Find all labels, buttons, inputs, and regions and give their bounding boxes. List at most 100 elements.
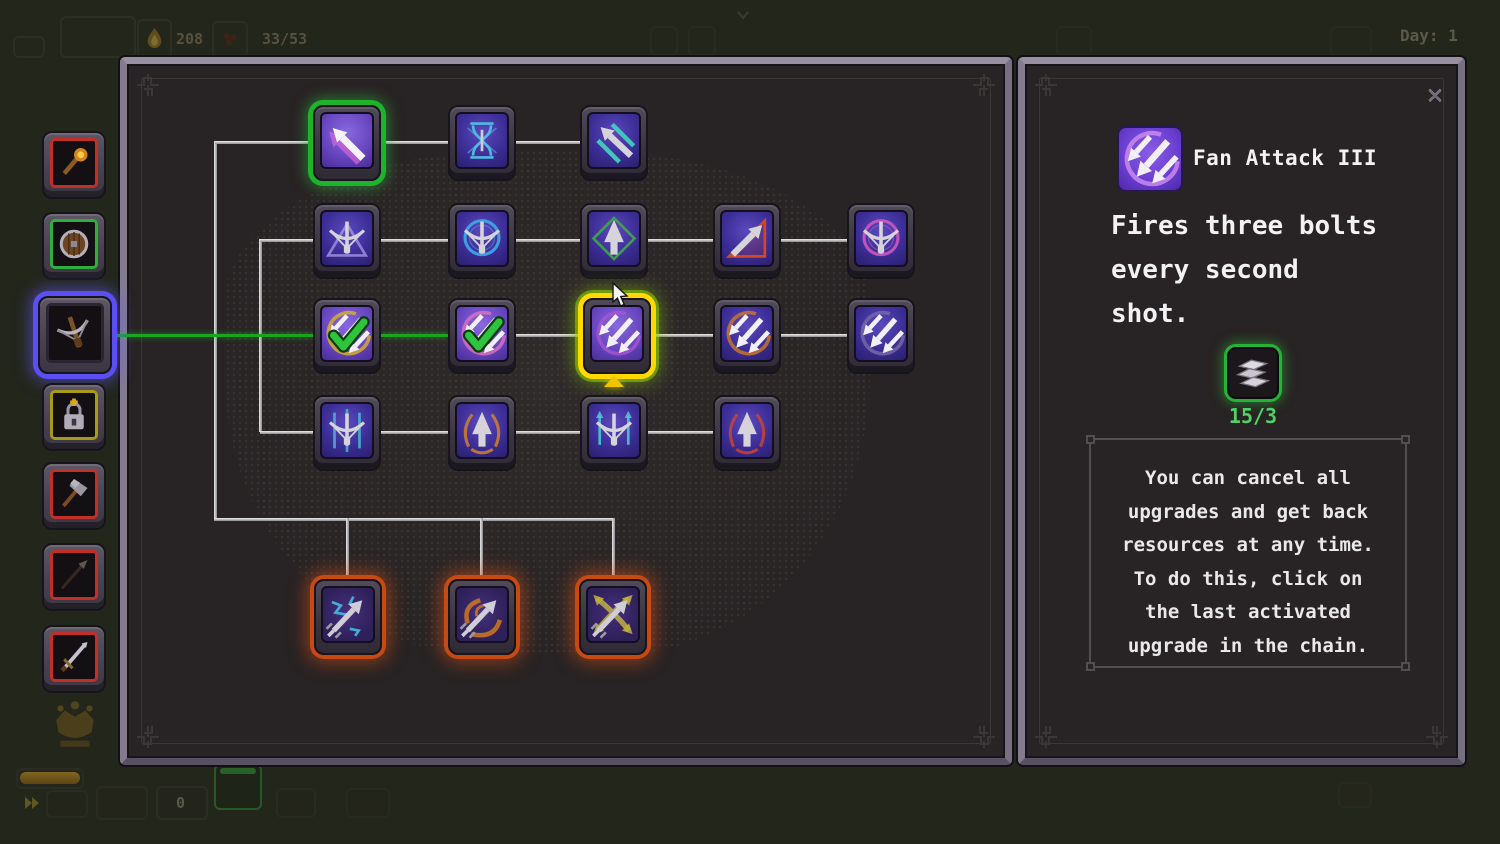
hud-bottom-box-c bbox=[276, 788, 316, 818]
hud-icon-box-b bbox=[688, 26, 716, 56]
skill-node-head-flame-r4c4[interactable] bbox=[713, 395, 781, 471]
cost-value: 15/3 bbox=[1228, 404, 1278, 428]
connector bbox=[480, 518, 483, 579]
connector bbox=[215, 141, 313, 144]
day-label: Day: 1 bbox=[1400, 26, 1458, 45]
crossbow-tri-icon bbox=[320, 210, 374, 267]
skill-node-arrow-tri-r2c4[interactable] bbox=[713, 203, 781, 279]
flame-icon bbox=[141, 23, 168, 54]
skill-node-head-diamond-r2c3[interactable] bbox=[580, 203, 648, 279]
sword-icon bbox=[50, 632, 98, 682]
skill-node-fan-r3c2[interactable] bbox=[448, 298, 516, 374]
hud-icon-box-a bbox=[650, 26, 678, 56]
info-line: upgrade in the chain. bbox=[1127, 634, 1369, 657]
crossbow-ring-icon bbox=[455, 210, 509, 267]
connector-active bbox=[112, 334, 313, 337]
player-crest-icon bbox=[46, 692, 104, 756]
skill-node-bolt-cross-r5c3[interactable] bbox=[579, 579, 647, 655]
connector bbox=[214, 518, 614, 521]
info-line: upgrades and get back bbox=[1127, 500, 1369, 523]
skill-node-crossbow-ring-r2c5[interactable] bbox=[847, 203, 915, 279]
sidebar-item-shield[interactable] bbox=[42, 212, 106, 280]
skill-node-hourglass-r1c2[interactable] bbox=[448, 105, 516, 181]
sidebar-item-torch[interactable] bbox=[42, 131, 106, 199]
skill-node-arrow-r1c1[interactable] bbox=[313, 105, 381, 181]
bolt-cross-icon bbox=[586, 586, 640, 643]
crossbow-icon bbox=[46, 303, 104, 363]
skill-node-crossbow-lines-r4c1[interactable] bbox=[313, 395, 381, 471]
description-line: Fires three bolts bbox=[1111, 211, 1378, 241]
description-line: every second bbox=[1111, 255, 1299, 285]
gold-counter-box bbox=[137, 19, 172, 58]
upgrade-title: Fan Attack III bbox=[1193, 146, 1378, 170]
skill-node-fan-r3c5[interactable] bbox=[847, 298, 915, 374]
skill-node-crossbow-tri-r2c1[interactable] bbox=[313, 203, 381, 279]
lock-icon bbox=[50, 390, 98, 440]
connector bbox=[648, 239, 713, 242]
crossbow-lines-icon bbox=[320, 402, 374, 459]
hud-top-left-box2 bbox=[13, 36, 45, 58]
info-line: To do this, click on bbox=[1133, 567, 1363, 590]
caret-down-icon bbox=[736, 10, 750, 20]
connector bbox=[260, 431, 313, 434]
torch-icon bbox=[50, 138, 98, 188]
hud-icon-box-d bbox=[1330, 26, 1372, 56]
fan-attack-icon bbox=[1117, 126, 1183, 192]
skill-node-arrow-speed-r1c3[interactable] bbox=[580, 105, 648, 181]
scroll-icon-box bbox=[1338, 782, 1372, 808]
skill-node-fan-r3c1[interactable] bbox=[313, 298, 381, 374]
head-flame-icon bbox=[720, 402, 774, 459]
next-wave-arrow-icon bbox=[22, 793, 42, 813]
connector bbox=[260, 239, 313, 242]
hud-icon-box-c bbox=[1056, 26, 1092, 56]
connector bbox=[381, 431, 448, 434]
connector bbox=[346, 518, 349, 579]
crossbow-ring-icon bbox=[854, 210, 908, 267]
skill-node-head-flame-r4c2[interactable] bbox=[448, 395, 516, 471]
head-diamond-icon bbox=[587, 210, 641, 267]
arrow-icon bbox=[320, 112, 374, 169]
selected-pointer-icon bbox=[604, 376, 624, 387]
sidebar-item-hammer[interactable] bbox=[42, 462, 106, 530]
connector bbox=[214, 141, 217, 520]
hud-bottom-counter-box bbox=[156, 786, 208, 820]
skill-node-fan-r3c3[interactable] bbox=[583, 298, 651, 374]
gold-count: 208 bbox=[176, 30, 204, 48]
hud-bottom-counter: 0 bbox=[176, 794, 186, 812]
hud-bottom-box-a bbox=[46, 790, 88, 818]
gold-progress-bar bbox=[20, 772, 80, 784]
spear-icon bbox=[50, 550, 98, 600]
connector bbox=[656, 334, 713, 337]
connector bbox=[781, 334, 847, 337]
fan-icon bbox=[590, 305, 644, 362]
info-line: resources at any time. bbox=[1122, 534, 1374, 556]
iron-cost-icon bbox=[1227, 347, 1279, 399]
skill-node-bolt-lightning-r5c1[interactable] bbox=[314, 579, 382, 655]
sidebar-item-crossbow[interactable] bbox=[38, 296, 112, 374]
population-count: 33/53 bbox=[262, 30, 308, 48]
info-line: the last activated bbox=[1145, 601, 1351, 623]
arrow-speed-icon bbox=[587, 112, 641, 169]
sidebar-item-spear[interactable] bbox=[42, 543, 106, 611]
connector bbox=[516, 431, 580, 434]
fan-icon bbox=[854, 305, 908, 362]
sidebar-item-lock[interactable] bbox=[42, 383, 106, 451]
skill-node-crossbow-ring-r2c2[interactable] bbox=[448, 203, 516, 279]
arrow-tri-icon bbox=[720, 210, 774, 267]
connector bbox=[381, 239, 448, 242]
skill-node-crossbow-bolts-r4c3[interactable] bbox=[580, 395, 648, 471]
berries-icon bbox=[217, 26, 243, 53]
hud-bottom-box-b bbox=[96, 786, 148, 820]
skill-node-bolt-fire-r5c2[interactable] bbox=[448, 579, 516, 655]
skill-node-fan-r3c4[interactable] bbox=[713, 298, 781, 374]
connector bbox=[781, 239, 847, 242]
fan-icon bbox=[720, 305, 774, 362]
bolt-lightning-icon bbox=[321, 586, 375, 643]
close-button[interactable]: ✕ bbox=[1417, 78, 1453, 112]
connector bbox=[516, 334, 578, 337]
connector bbox=[612, 518, 615, 579]
sidebar-item-sword[interactable] bbox=[42, 625, 106, 693]
